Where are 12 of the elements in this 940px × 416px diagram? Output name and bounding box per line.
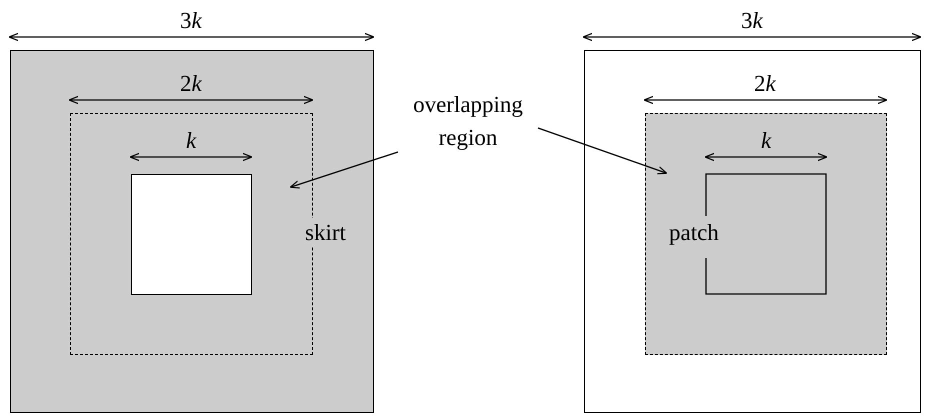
dimension-label: 3k xyxy=(180,8,202,34)
callout-text: overlapping region xyxy=(398,88,538,154)
dimension-label: 2k xyxy=(754,71,776,96)
region-label: skirt xyxy=(305,218,346,248)
leader-arrow xyxy=(290,151,398,188)
dimension-label: 2k xyxy=(180,71,202,96)
hole-square xyxy=(131,174,252,295)
dimension-label: k xyxy=(761,128,772,154)
leader-arrow xyxy=(538,127,668,174)
dimension-label: k xyxy=(186,128,196,154)
overlap-region xyxy=(645,113,887,355)
dimension-label: 3k xyxy=(741,8,763,34)
